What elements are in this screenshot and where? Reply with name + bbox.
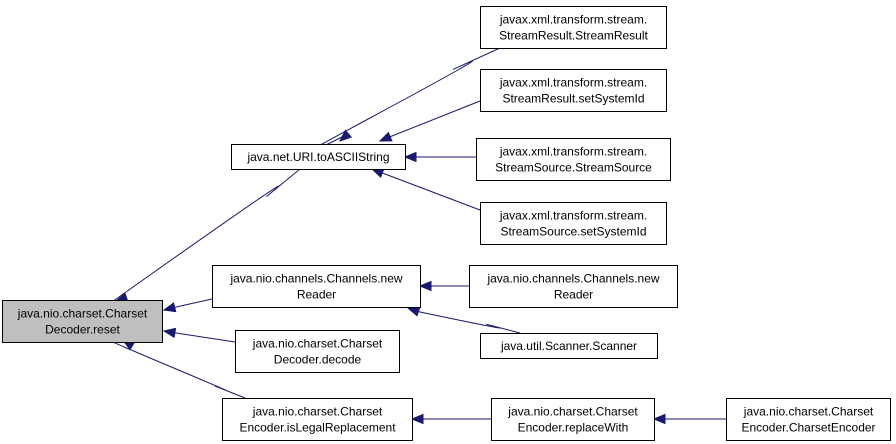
- node-replacewith[interactable]: java.nio.charset.CharsetEncoder.replaceW…: [491, 398, 655, 441]
- node-box[interactable]: [476, 138, 671, 181]
- edge-line: [298, 47, 501, 159]
- node-label: StreamResult.setSystemId: [502, 92, 644, 106]
- edge-line-end: [382, 172, 386, 175]
- node-enc_ctor[interactable]: java.nio.charset.CharsetEncoder.CharsetE…: [726, 398, 891, 441]
- node-label: java.nio.charset.Charset: [17, 307, 148, 321]
- node-label: Reader: [297, 288, 336, 302]
- arrowhead: [406, 306, 421, 317]
- node-box[interactable]: [212, 265, 421, 308]
- edge-islegal-to-root: [96, 333, 246, 399]
- arrowhead: [162, 327, 177, 339]
- edge-line-end: [121, 297, 127, 300]
- node-box[interactable]: [469, 265, 678, 308]
- node-label: Reader: [554, 288, 593, 302]
- edge-line: [175, 332, 236, 343]
- node-ss_ctor[interactable]: javax.xml.transform.stream. StreamSource.…: [476, 138, 671, 181]
- node-label: java.nio.charset.Charset: [252, 337, 383, 351]
- node-label: java.util.Scanner.Scanner: [500, 339, 637, 353]
- node-label: Decoder.reset: [45, 323, 120, 337]
- node-box[interactable]: [480, 202, 667, 245]
- arrowhead: [339, 129, 353, 142]
- node-label: Encoder.isLegalReplacement: [239, 421, 396, 435]
- node-label: Decoder.decode: [274, 353, 362, 367]
- arrowhead: [418, 280, 432, 292]
- node-label: StreamSource.setSystemId: [500, 225, 646, 239]
- node-label: java.net.URI.toASCIIString: [246, 150, 389, 164]
- arrowhead: [378, 131, 393, 142]
- edge-ch_newreader-to-root: [162, 298, 213, 313]
- arrowhead: [410, 413, 424, 425]
- arrowhead: [370, 168, 385, 179]
- edge-enc_ctor-to-replacewith: [652, 413, 726, 425]
- node-label: javax.xml.transform.stream.: [499, 13, 647, 27]
- edge-line: [384, 173, 481, 211]
- node-box[interactable]: [231, 144, 406, 170]
- node-label: javax.xml.transform.stream.: [499, 76, 647, 90]
- node-box[interactable]: [726, 398, 891, 441]
- edge-sr_ctor-to-uri: [298, 47, 501, 159]
- node-label: StreamResult.StreamResult: [499, 29, 648, 43]
- node-label: Encoder.CharsetEncoder: [741, 421, 875, 435]
- node-box[interactable]: [480, 6, 667, 49]
- arrowhead: [403, 151, 417, 163]
- node-scanner[interactable]: java.util.Scanner.Scanner: [480, 333, 658, 359]
- edge-line-end: [389, 135, 393, 138]
- node-label: java.nio.charset.Charset: [743, 405, 874, 419]
- edge-line-end: [130, 344, 133, 347]
- node-box[interactable]: [480, 333, 658, 359]
- edge-replacewith-to-islegal: [410, 413, 491, 425]
- node-box[interactable]: [235, 330, 400, 373]
- node-label: Encoder.replaceWith: [518, 421, 629, 435]
- edge-line: [419, 311, 521, 334]
- edge-decode-to-root: [162, 327, 236, 343]
- edge-ss_ctor-to-uri: [403, 151, 476, 163]
- node-box[interactable]: [2, 300, 163, 343]
- node-label: java.nio.channels.Channels.new: [229, 272, 402, 286]
- node-label: java.nio.channels.Channels.new: [486, 272, 659, 286]
- node-label: StreamSource.StreamSource: [495, 161, 652, 175]
- node-label: javax.xml.transform.stream.: [499, 145, 647, 159]
- node-box[interactable]: [491, 398, 655, 441]
- node-sr_ctor[interactable]: javax.xml.transform.stream. StreamResult.…: [480, 6, 667, 49]
- node-label: javax.xml.transform.stream.: [499, 209, 647, 223]
- node-box[interactable]: [222, 398, 413, 441]
- node-ss_setid[interactable]: javax.xml.transform.stream. StreamSource.…: [480, 202, 667, 245]
- node-uri[interactable]: java.net.URI.toASCIIString: [231, 144, 406, 170]
- node-box[interactable]: [480, 69, 667, 112]
- edge-ch_newreader2-to-ch_newreader: [418, 280, 469, 292]
- edge-line-end: [418, 311, 421, 313]
- arrowhead: [162, 302, 177, 313]
- edge-line: [96, 333, 246, 399]
- node-islegal[interactable]: java.nio.charset.CharsetEncoder.isLegalR…: [222, 398, 413, 441]
- arrowhead: [652, 413, 666, 425]
- node-label: java.nio.charset.Charset: [252, 405, 383, 419]
- nodes-layer: java.nio.charset.CharsetDecoder.resetjav…: [2, 6, 891, 441]
- node-sr_setid[interactable]: javax.xml.transform.stream. StreamResult.…: [480, 69, 667, 112]
- edge-line: [175, 298, 213, 308]
- edge-scanner-to-ch_newreader: [406, 306, 521, 334]
- edge-line: [391, 100, 481, 137]
- node-label: java.nio.charset.Charset: [507, 405, 638, 419]
- edge-sr_setid-to-uri: [378, 100, 481, 142]
- edge-ss_setid-to-uri: [370, 168, 481, 211]
